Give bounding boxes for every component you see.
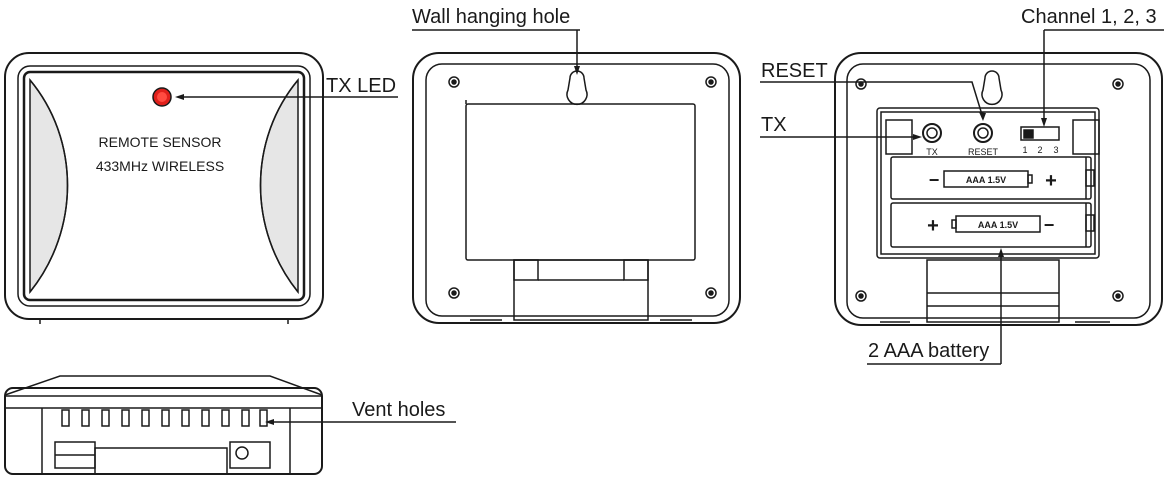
battery-bottom: AAA 1.5V + − (890, 202, 1095, 248)
callout-wall-hanging-hole: Wall hanging hole (412, 6, 580, 75)
battery-top-minus: − (929, 170, 940, 190)
tx-label: TX (761, 114, 787, 136)
channel-number-3: 3 (1053, 145, 1058, 155)
reset-button-label: RESET (968, 147, 999, 157)
wall-hanging-hole-label: Wall hanging hole (412, 6, 570, 28)
callout-battery: 2 AAA battery (867, 248, 1004, 365)
channel-label: Channel 1, 2, 3 (1021, 6, 1157, 28)
channel-number-1: 1 (1022, 145, 1027, 155)
tx-button-label: TX (926, 147, 938, 157)
vent-holes (61, 409, 268, 427)
channel-switch (1020, 126, 1060, 141)
tx-led-label: TX LED (326, 75, 396, 97)
back-view-closed (412, 52, 741, 324)
tx-button (922, 123, 942, 143)
battery-bottom-minus: − (1044, 215, 1055, 235)
reset-label: RESET (761, 60, 828, 82)
side-view (4, 375, 323, 475)
callout-channel: Channel 1, 2, 3 (1021, 6, 1164, 127)
front-label-line1: REMOTE SENSOR (99, 134, 222, 150)
reset-button (973, 123, 993, 143)
callout-tx-led: TX LED (175, 75, 398, 100)
back-view-open: TX RESET 1 2 3 AAA 1.5V − + AAA 1. (834, 52, 1163, 326)
front-view: REMOTE SENSOR 433MHz WIRELESS (4, 52, 324, 324)
callout-reset: RESET (760, 60, 986, 121)
callout-vent-holes: Vent holes (265, 399, 456, 425)
battery-label: 2 AAA battery (868, 340, 989, 362)
battery-top-plus: + (1045, 170, 1057, 192)
battery-bottom-label: AAA 1.5V (978, 220, 1018, 230)
callout-tx: TX (760, 114, 922, 140)
battery-top-label: AAA 1.5V (966, 175, 1006, 185)
vent-holes-label: Vent holes (352, 399, 445, 421)
channel-number-2: 2 (1037, 145, 1042, 155)
front-label-line2: 433MHz WIRELESS (96, 158, 224, 174)
battery-top: AAA 1.5V − + (890, 156, 1095, 200)
wall-hanging-hole (566, 70, 588, 106)
battery-bottom-plus: + (927, 215, 939, 237)
